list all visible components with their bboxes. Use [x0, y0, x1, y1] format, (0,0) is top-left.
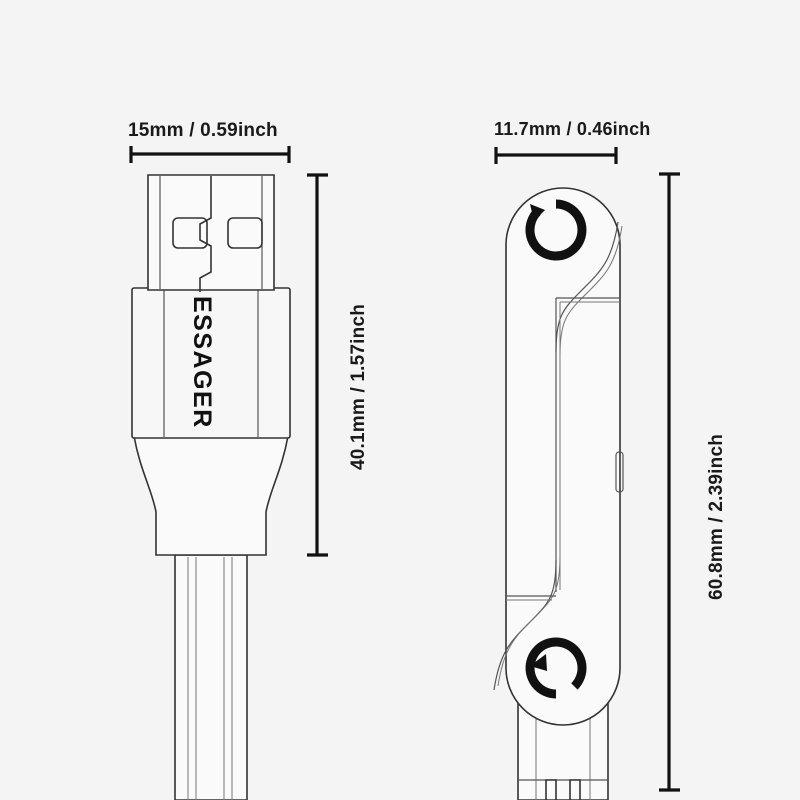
right-connector-capsule	[505, 187, 621, 726]
usb-contact-pad-left	[172, 217, 208, 249]
left-width-label: 15mm / 0.59inch	[128, 120, 278, 141]
usb-contact-pad-right	[227, 217, 263, 249]
right-hinge-seam-upper-inner	[559, 225, 623, 357]
left-usb-connector-drawing	[129, 146, 328, 800]
rotate-counterclockwise-icon-top	[525, 199, 587, 261]
right-hinge-seam-upper	[555, 221, 619, 353]
usb-cable-jacket	[174, 554, 248, 800]
right-height-label: 60.8mm / 2.39inch	[706, 433, 727, 600]
right-height-dimension	[659, 172, 680, 792]
left-width-dimension	[129, 146, 291, 163]
right-rotating-connector-drawing	[493, 147, 680, 800]
usb-strain-relief	[133, 435, 289, 556]
right-hinge-seam-lower-inner	[497, 555, 561, 687]
brand-logo-text: ESSAGER	[188, 296, 216, 429]
left-height-label: 40.1mm / 1.57inch	[348, 303, 369, 470]
right-cable-tail-left	[545, 779, 557, 800]
usb-metal-shell	[147, 174, 275, 291]
usb-tongue-notch	[199, 176, 212, 292]
right-width-dimension	[494, 147, 618, 164]
left-height-dimension	[307, 173, 328, 557]
right-cable-tail-right	[569, 779, 581, 800]
right-width-label: 11.7mm / 0.46inch	[494, 119, 651, 139]
right-side-button	[615, 451, 624, 493]
rotate-counterclockwise-icon-bottom	[525, 637, 587, 699]
